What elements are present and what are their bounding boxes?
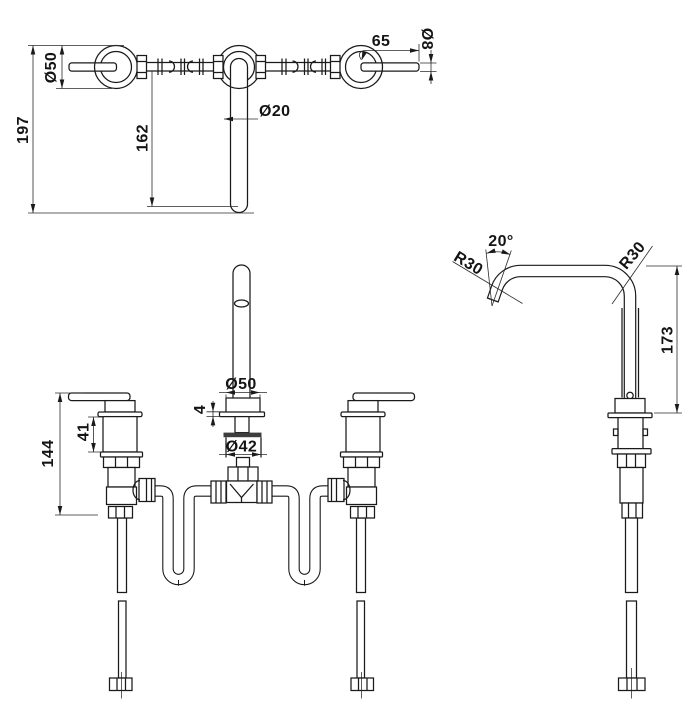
spout-base-flange-front [218, 411, 266, 418]
tail-nut-side [621, 502, 644, 519]
dim-label-overall-height: 144 [40, 440, 57, 468]
right-supply-nut [350, 677, 375, 692]
dim-label-valve-body-height: 41 [76, 423, 93, 442]
right-lever-front [352, 392, 416, 402]
supply-tail-side-lower [625, 600, 638, 679]
shank-washer-side [611, 447, 652, 455]
top-view-dimensions [28, 44, 437, 214]
dim-label-spout-height: 173 [660, 326, 677, 354]
center-spout-column [210, 264, 273, 504]
dim-label-overall-depth: 197 [15, 116, 32, 144]
gasket-band [223, 432, 262, 438]
left-valve-assembly [67, 392, 156, 519]
set-screw [626, 391, 634, 400]
top-view-arrows [30, 45, 434, 213]
shank-hex-nut-side [616, 453, 647, 469]
supply-tail-side-upper [624, 517, 639, 594]
right-handle-lever [360, 62, 420, 72]
right-supply-tail-upper [355, 517, 367, 594]
spout-tube-plan [229, 57, 249, 214]
side-view-arrows [486, 248, 680, 413]
spout-base-cap-front [225, 397, 261, 413]
dim-label-handle-flange-diameter: Ø50 [43, 52, 60, 83]
tee-check-valve [229, 483, 254, 503]
pipe-center-right [265, 58, 340, 75]
pipe-left-center [146, 58, 214, 75]
spout-shank-edges [621, 308, 640, 398]
aerator-outlet [233, 299, 250, 308]
shank-lower-body-side [619, 466, 644, 504]
dim-label-lever-diameter: Ø8 [418, 28, 435, 50]
left-lever-front [67, 392, 131, 402]
spout-tip-face [486, 297, 499, 303]
spout-profile-outline [486, 264, 637, 398]
connecting-pipes [155, 485, 328, 586]
dim-label-lever-length: 65 [372, 33, 391, 50]
center-hex-nut [227, 466, 259, 482]
left-supply-nut [108, 677, 133, 692]
dim-label-bend-radius-right: R30 [616, 239, 649, 273]
right-supply-tail-lower [356, 600, 366, 679]
tee-coupling-right [256, 480, 273, 504]
dim-label-base-diameter: Ø42 [226, 439, 257, 456]
left-supply-tail-lower [117, 600, 127, 679]
shank-lug-left [612, 428, 619, 437]
left-supply-tail-upper [116, 517, 128, 594]
top-view [68, 44, 420, 214]
shank-body-side [617, 416, 644, 450]
side-view [486, 264, 653, 699]
shank-lug-right [642, 428, 649, 437]
right-valve-assembly [327, 392, 416, 519]
dim-label-spout-reach: 162 [135, 124, 152, 152]
front-view-arrows [57, 390, 261, 515]
dim-label-flange-thickness: 4 [192, 405, 209, 414]
hex-adapters-plan [136, 54, 341, 80]
left-handle-lever [68, 62, 118, 72]
spout-profile-bore [487, 265, 636, 398]
tee-coupling-left [210, 480, 227, 504]
dim-label-spout-angle: 20° [488, 233, 513, 250]
spout-tube-front [232, 264, 251, 398]
dim-label-bend-radius-left: R30 [451, 249, 486, 279]
front-view [67, 264, 416, 699]
spout-base-flange-side [607, 412, 653, 419]
spout-base-cap-side [614, 397, 646, 414]
side-view-dimensions [452, 245, 682, 414]
dim-label-spout-tube-diameter: Ø20 [259, 103, 290, 120]
dim-label-flange-diameter: Ø50 [225, 376, 256, 393]
